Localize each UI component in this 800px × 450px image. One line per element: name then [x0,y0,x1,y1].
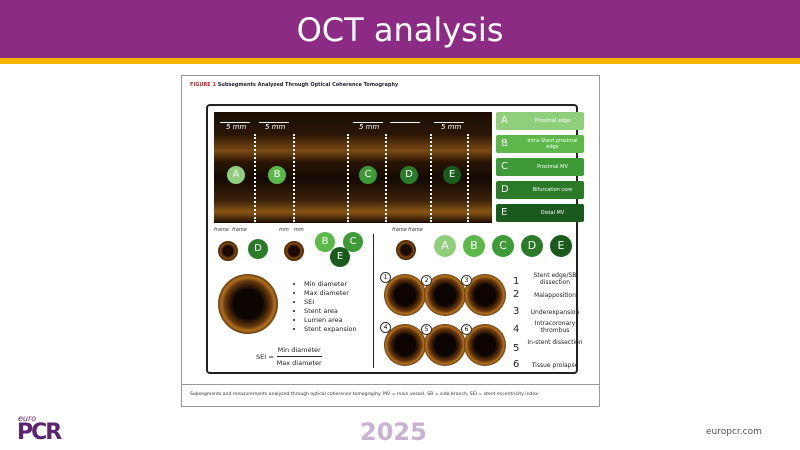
figure-title-text: Subsegments Analyzed Through Optical Coh… [217,82,399,88]
segment-e-circle: E [550,235,572,257]
scale-label: 5 mm [226,123,247,131]
divider [373,234,374,368]
mm-label: mm [294,227,304,233]
segment-marker-a: A [227,166,245,184]
figure-title: FIGURE 1 Subsegments Analyzed Through Op… [190,82,398,88]
image-number: 6 [461,324,472,335]
segment-b-circle: B [315,232,335,252]
image-number: 3 [461,275,472,286]
image-number: 1 [380,272,391,283]
oct-frame-stack [396,240,416,260]
oct-image-4 [384,324,426,366]
image-number: 4 [380,322,391,333]
caption-divider [182,384,599,385]
segment-c-circle: C [492,235,514,257]
figure-label: FIGURE 1 [190,82,216,88]
mm-label: mm [279,227,289,233]
segment-marker-b: B [268,166,286,184]
scale-label: 5 mm [441,123,462,131]
segment-e-circle: E [330,247,350,267]
image-number: 5 [421,324,432,335]
segment-b-circle: B [463,235,485,257]
accent-bar [0,58,800,64]
oct-frame-stack [284,241,304,261]
event-year: 2025 [360,418,427,446]
frame-label: frame [232,227,247,233]
oct-longitudinal-image: 5 mm 5 mm 5 mm 5 mm A B C D E [214,112,492,223]
segment-d-circle: D [248,239,268,259]
frame-label: frame [408,227,423,233]
segment-marker-d: D [400,166,418,184]
logo-pcr: PCR [17,420,62,445]
image-number: 2 [421,275,432,286]
oct-frame-stack [218,241,238,261]
scale-label: 5 mm [265,123,286,131]
slide-title: OCT analysis [0,0,800,58]
segment-c-circle: C [343,232,363,252]
scale-label: 5 mm [359,123,380,131]
figure-caption: Subsegments and measurements analyzed th… [190,392,540,397]
segment-d-circle: D [521,235,543,257]
website-url: europcr.com [706,427,762,437]
oct-cross-section [218,274,278,334]
segment-marker-c: C [359,166,377,184]
frame-label: frame [392,227,407,233]
frame-label: frame [214,227,229,233]
segment-a-circle: A [434,235,456,257]
figure: FIGURE 1 Subsegments Analyzed Through Op… [181,75,600,407]
logo-euro: euro [18,414,37,423]
oct-image-1 [384,274,426,316]
segment-marker-e: E [443,166,461,184]
